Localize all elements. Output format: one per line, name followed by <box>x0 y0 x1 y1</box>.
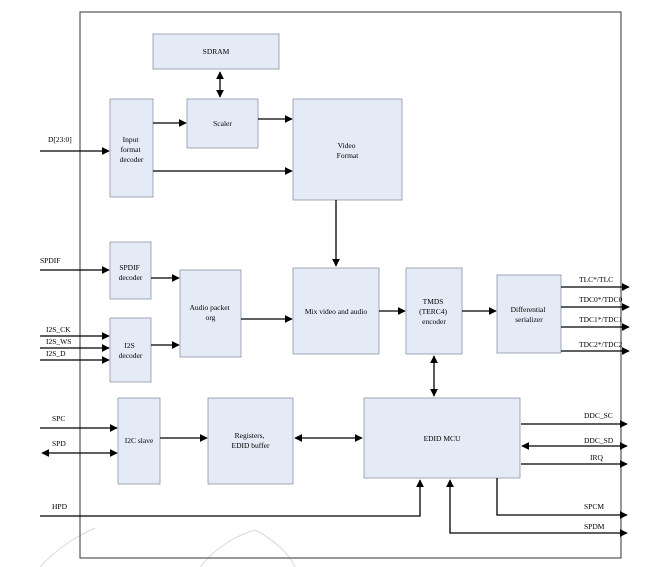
signal-spd-label: SPD <box>52 439 66 448</box>
block-i2c-slave: I2C slave <box>117 397 161 485</box>
watermark-curves <box>39 527 296 567</box>
signal-tdc0-label: TDC0*/TDC0 <box>579 295 623 304</box>
output-signals: TLC*/TLC TDC0*/TDC0 TDC1*/TDC1 TDC2*/TDC… <box>446 275 630 537</box>
signal-hpd-label: HPD <box>52 502 68 511</box>
block-sdram: SDRAM <box>152 33 280 70</box>
serializer-label-line2: serializer <box>515 315 543 324</box>
signal-spdm-arrow <box>446 479 628 537</box>
signal-spcm-arrow <box>496 478 628 519</box>
input-signals: D[23:0] SPDIF I2S_CK I2S_WS I2S_D SPC SP… <box>40 135 424 517</box>
svg-text:Scaler: Scaler <box>213 119 232 128</box>
svg-text:SDRAM: SDRAM <box>203 47 230 56</box>
audio-packet-label-line1: Audio packet <box>189 303 230 312</box>
registers-label-line2: EDID buffer <box>232 441 270 450</box>
block-audio-packet-org: Audio packet org <box>179 269 242 358</box>
input-decoder-label-line1: Input <box>123 135 140 144</box>
signal-spcm-label: SPCM <box>584 502 604 511</box>
signal-hpd-arrow <box>40 479 424 517</box>
registers-label-line1: Registers, <box>235 431 265 440</box>
signal-ddc-sc-label: DDC_SC <box>584 411 613 420</box>
signal-spdm-label: SPDM <box>584 522 605 531</box>
block-mix-video-audio: Mix video and audio <box>292 267 380 355</box>
block-mix-label: Mix video and audio <box>305 307 368 316</box>
block-i2s-decoder: I2S decoder <box>109 317 152 383</box>
spdif-decoder-label-line2: decoder <box>119 273 143 282</box>
signal-spdif-label: SPDIF <box>40 256 60 265</box>
svg-text:Registers, EDID buffer: Registers, EDID buffer <box>232 431 270 450</box>
svg-text:Video Format: Video Format <box>337 141 360 160</box>
video-format-label-line1: Video <box>338 141 356 150</box>
i2s-decoder-label-line2: decoder <box>119 351 143 360</box>
svg-text:SPDIF decoder: SPDIF decoder <box>119 263 143 282</box>
signal-tlc-label: TLC*/TLC <box>579 275 613 284</box>
signal-tdc2-label: TDC2*/TDC2 <box>579 340 623 349</box>
block-sdram-label: SDRAM <box>203 47 230 56</box>
block-edid-mcu: EDID MCU <box>363 397 521 479</box>
block-i2c-label: I2C slave <box>125 436 154 445</box>
tmds-label-line2: (TERC4) <box>419 307 447 316</box>
block-tmds-encoder: TMDS (TERC4) encoder <box>405 267 463 355</box>
svg-text:Input format decod: Input format decoder <box>120 135 144 164</box>
video-format-label-line2: Format <box>337 151 360 160</box>
input-decoder-label-line3: decoder <box>120 155 144 164</box>
signal-i2s-ck-label: I2S_CK <box>46 325 71 334</box>
block-differential-serializer: Differential serializer <box>496 274 562 354</box>
input-decoder-label-line2: format <box>121 145 142 154</box>
block-scaler: Scaler <box>186 98 259 149</box>
signal-spc-label: SPC <box>52 414 65 423</box>
svg-text:Differential serializer: Differential serializer <box>511 305 548 324</box>
svg-text:Mix video and audio: Mix video and audio <box>305 307 368 316</box>
svg-text:I2S decoder: I2S decoder <box>119 341 143 360</box>
svg-text:TMDS (TERC4) encod: TMDS (TERC4) encoder <box>419 297 449 326</box>
signal-tdc1-label: TDC1*/TDC1 <box>579 315 623 324</box>
svg-text:I2C slave: I2C slave <box>125 436 154 445</box>
tmds-label-line3: encoder <box>422 317 446 326</box>
chip-boundary <box>79 11 622 559</box>
block-video-format: Video Format <box>292 98 403 201</box>
tmds-label-line1: TMDS <box>423 297 444 306</box>
block-spdif-decoder: SPDIF decoder <box>109 241 152 300</box>
audio-packet-label-line2: org <box>206 313 216 322</box>
signal-i2s-ws-label: I2S_WS <box>46 337 71 346</box>
signal-irq-label: IRQ <box>590 453 604 462</box>
signal-ddc-sd-label: DDC_SD <box>584 436 614 445</box>
block-registers-edid-buffer: Registers, EDID buffer <box>207 397 294 485</box>
spdif-decoder-label-line1: SPDIF <box>119 263 139 272</box>
svg-text:Audio packet org: Audio packet org <box>189 303 231 322</box>
block-edid-mcu-label: EDID MCU <box>424 434 461 443</box>
signal-i2s-d-label: I2S_D <box>46 349 66 358</box>
serializer-label-line1: Differential <box>511 305 546 314</box>
svg-text:EDID MCU: EDID MCU <box>424 434 461 443</box>
internal-connections <box>151 71 497 442</box>
block-scaler-label: Scaler <box>213 119 232 128</box>
signal-d-label: D[23:0] <box>48 135 72 144</box>
i2s-decoder-label-line1: I2S <box>124 341 134 350</box>
block-input-format-decoder: Input format decoder <box>109 98 154 198</box>
